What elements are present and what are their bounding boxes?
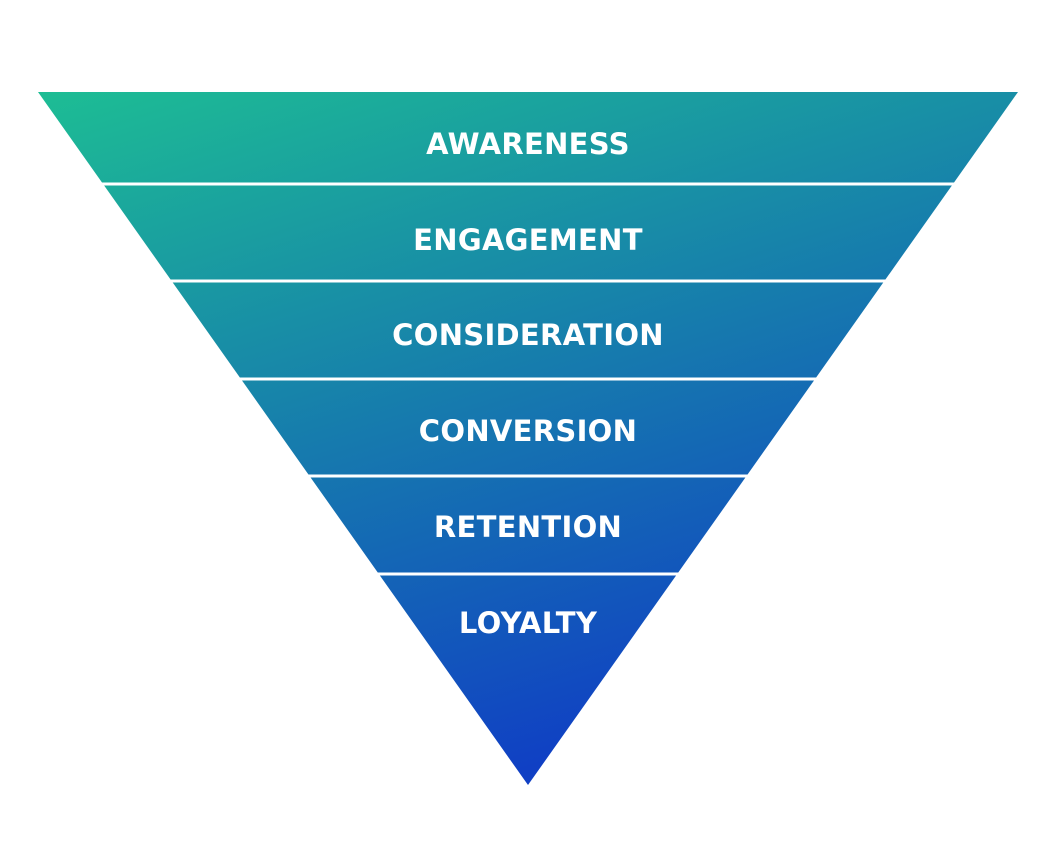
stage-label-retention: RETENTION — [434, 510, 622, 544]
funnel-shape — [38, 92, 1018, 785]
stage-label-engagement: ENGAGEMENT — [413, 223, 643, 257]
stage-label-conversion: CONVERSION — [419, 414, 637, 448]
stage-label-awareness: AWARENESS — [426, 127, 630, 161]
stage-label-consideration: CONSIDERATION — [392, 318, 664, 352]
stage-label-loyalty: LOYALTY — [459, 606, 598, 640]
